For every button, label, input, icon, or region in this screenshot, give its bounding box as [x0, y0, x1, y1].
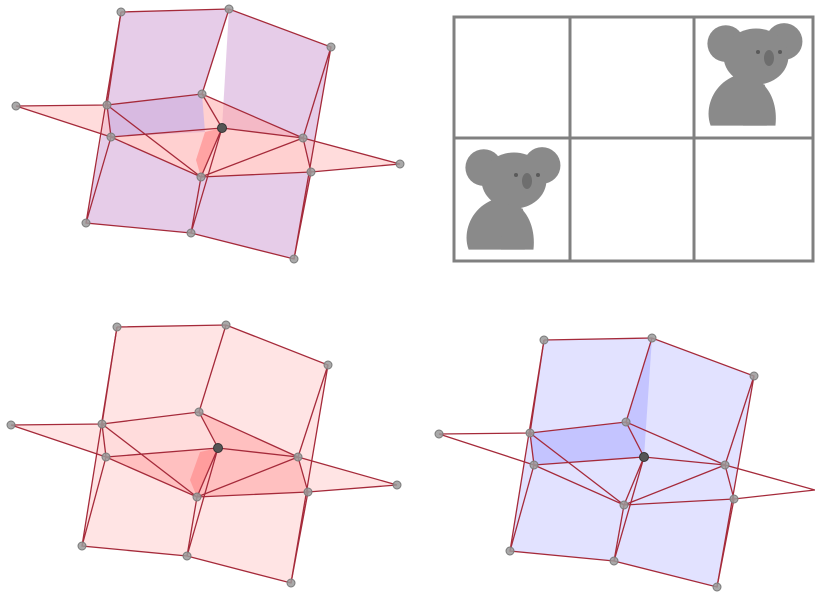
face: [222, 9, 331, 138]
face: [106, 448, 218, 497]
center-vertex: [639, 452, 649, 462]
figure-top-left: [11, 4, 405, 264]
figure-bottom-left: [6, 320, 402, 588]
face: [626, 338, 652, 457]
koala-icon: [707, 23, 803, 126]
koala-grid: [452, 15, 815, 263]
face: [201, 128, 311, 177]
face: [303, 138, 400, 172]
center-vertex: [217, 123, 227, 133]
face: [196, 128, 222, 177]
face: [190, 448, 218, 497]
face: [107, 9, 229, 105]
face: [107, 94, 205, 137]
figure-bottom-right: [434, 333, 815, 592]
face: [197, 448, 308, 497]
face: [191, 172, 311, 259]
koala-icon: [465, 147, 561, 250]
face: [510, 338, 754, 587]
center-vertex: [213, 443, 223, 453]
face: [86, 137, 201, 233]
face: [111, 128, 222, 177]
